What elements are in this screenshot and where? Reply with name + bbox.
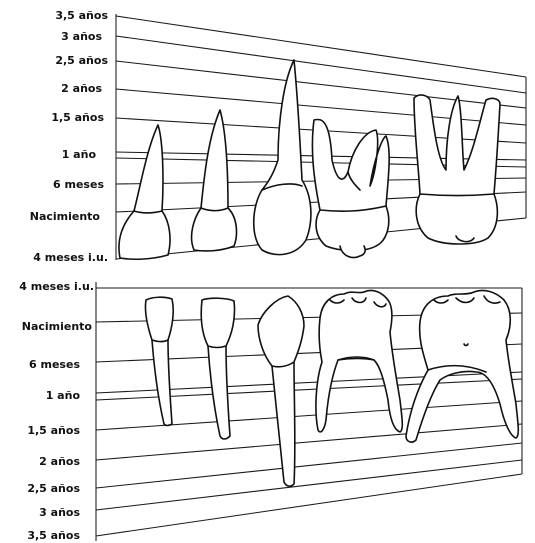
lower-label-2-5: 2,5 años bbox=[27, 482, 80, 495]
upper-central-incisor bbox=[119, 125, 170, 259]
upper-labels: 3,5 años 3 años 2,5 años 2 años 1,5 años… bbox=[30, 9, 109, 264]
upper-label-2-5: 2,5 años bbox=[55, 54, 108, 67]
lower-second-molar bbox=[406, 290, 518, 442]
upper-label-birth: Nacimiento bbox=[30, 210, 101, 223]
lower-canine bbox=[258, 296, 304, 486]
upper-label-3: 3 años bbox=[61, 30, 102, 43]
upper-chart: 3,5 años 3 años 2,5 años 2 años 1,5 años… bbox=[30, 9, 526, 264]
lower-label-4m: 4 meses i.u. bbox=[19, 280, 94, 293]
upper-lateral-incisor bbox=[192, 110, 237, 251]
lower-chart: 4 meses i.u. Nacimiento 6 meses 1 año 1,… bbox=[19, 280, 522, 542]
lower-label-birth: Nacimiento bbox=[22, 320, 93, 333]
upper-second-molar bbox=[414, 95, 500, 244]
lower-gridline-3 bbox=[96, 460, 522, 510]
lower-gridline-2-5 bbox=[96, 443, 522, 488]
lower-gridline-3-5 bbox=[96, 474, 522, 536]
upper-label-2: 2 años bbox=[61, 82, 102, 95]
lower-label-3-5: 3,5 años bbox=[27, 529, 80, 542]
lower-first-molar bbox=[316, 290, 402, 432]
lower-label-6m: 6 meses bbox=[29, 358, 80, 371]
upper-label-1: 1 año bbox=[62, 148, 97, 161]
lower-gridline-2 bbox=[96, 424, 522, 460]
upper-label-4m: 4 meses i.u. bbox=[33, 251, 108, 264]
upper-label-3-5: 3,5 años bbox=[55, 9, 108, 22]
upper-canine bbox=[254, 60, 311, 255]
upper-first-molar bbox=[312, 119, 389, 257]
upper-label-6m: 6 meses bbox=[53, 178, 104, 191]
lower-central-incisor bbox=[145, 297, 173, 425]
lower-label-3: 3 años bbox=[39, 506, 80, 519]
lower-labels: 4 meses i.u. Nacimiento 6 meses 1 año 1,… bbox=[19, 280, 94, 542]
lower-label-1-5: 1,5 años bbox=[27, 424, 80, 437]
lower-label-1: 1 año bbox=[46, 389, 81, 402]
upper-label-1-5: 1,5 años bbox=[51, 111, 104, 124]
lower-label-2: 2 años bbox=[39, 455, 80, 468]
lower-lateral-incisor bbox=[201, 298, 234, 439]
